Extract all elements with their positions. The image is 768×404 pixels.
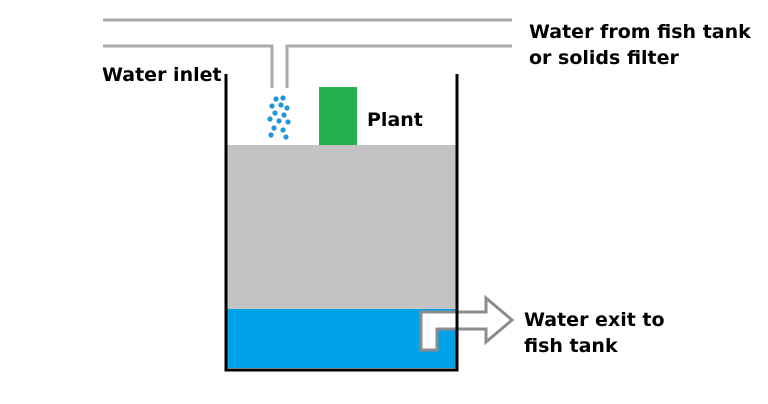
plant-label: Plant — [367, 109, 423, 131]
water-source-label-line1: Water from fish tank — [529, 21, 751, 43]
droplet — [267, 116, 273, 122]
droplet — [285, 119, 291, 125]
droplet — [280, 95, 286, 101]
droplet — [271, 125, 277, 131]
water-exit-label-line2: fish tank — [524, 335, 618, 357]
grow-bed-container — [224, 74, 459, 372]
water-source-label: Water from fish tank or solids filter — [529, 19, 751, 71]
water-exit-label-line1: Water exit to — [524, 309, 665, 331]
droplet — [280, 127, 286, 133]
water-region — [227, 309, 456, 368]
exit-arrow — [419, 294, 515, 352]
water-inlet-label: Water inlet — [102, 64, 222, 86]
droplet — [281, 112, 287, 118]
pipe-bottom-right-line — [285, 44, 512, 88]
water-source-label-line2: or solids filter — [529, 47, 679, 69]
droplet — [284, 105, 290, 111]
droplet — [269, 103, 275, 109]
pipe-bottom-left-line — [103, 44, 274, 88]
water-exit-label: Water exit to fish tank — [524, 307, 665, 359]
water-droplets — [267, 95, 291, 140]
grow-media — [227, 145, 456, 309]
droplet — [272, 110, 278, 116]
droplet — [278, 102, 284, 108]
plant-block — [319, 87, 357, 145]
droplet — [283, 134, 289, 140]
droplet — [276, 118, 282, 124]
droplet — [273, 96, 279, 102]
inlet-pipe — [103, 18, 512, 88]
droplet — [268, 132, 274, 138]
